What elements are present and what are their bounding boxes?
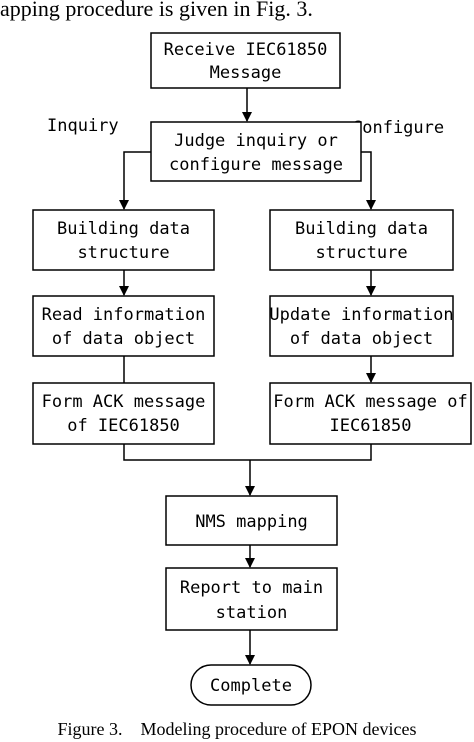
node-text: Building data xyxy=(57,219,190,239)
node-text: Update information xyxy=(269,305,453,325)
node-text: structure xyxy=(77,243,169,263)
branch-label-inquiry: Inquiry xyxy=(47,116,119,136)
node-text: Message xyxy=(210,63,282,83)
node-text: of data object xyxy=(290,329,433,349)
connectors xyxy=(119,88,376,665)
node-text: Report to main xyxy=(180,578,323,598)
arrow-judge-build-right xyxy=(361,151,376,210)
node-text: structure xyxy=(315,243,407,263)
node-text: of data object xyxy=(52,329,195,349)
node-text: Form ACK message of xyxy=(273,392,467,412)
node-text: Building data xyxy=(295,219,428,239)
arrow-judge-build-left xyxy=(119,151,151,210)
node-text: configure message xyxy=(169,155,343,175)
branch-label-configure: Configure xyxy=(352,118,444,138)
node-build-data-structure-right: Building data structure xyxy=(269,209,454,271)
node-judge-message: Judge inquiry or configure message xyxy=(150,121,362,182)
line-merge xyxy=(123,444,372,461)
node-build-data-structure-left: Building data structure xyxy=(32,209,215,271)
node-nms-mapping: NMS mapping xyxy=(165,495,338,546)
node-update-information: Update information of data object xyxy=(269,295,454,357)
node-report-main-station: Report to main station xyxy=(165,567,338,631)
node-text: Complete xyxy=(210,676,292,696)
node-text: Judge inquiry or xyxy=(174,131,338,151)
node-text: IEC61850 xyxy=(330,416,412,436)
node-text: Receive IEC61850 xyxy=(164,40,328,60)
node-read-information: Read information of data object xyxy=(32,295,215,357)
figure-caption: Figure 3. Modeling procedure of EPON dev… xyxy=(58,719,417,739)
node-form-ack-right: Form ACK message of IEC61850 xyxy=(269,382,472,445)
node-text: NMS mapping xyxy=(195,512,308,532)
node-complete: Complete xyxy=(190,664,312,706)
node-receive-message: Receive IEC61850 Message xyxy=(150,32,341,89)
node-form-ack-left: Form ACK message of IEC61850 xyxy=(32,382,215,445)
node-text: Form ACK message xyxy=(42,392,206,412)
node-text: of IEC61850 xyxy=(67,416,180,436)
node-text: Read information xyxy=(42,305,206,325)
page-top-fragment: apping procedure is given in Fig. 3. xyxy=(0,0,313,21)
node-text: station xyxy=(216,603,288,623)
